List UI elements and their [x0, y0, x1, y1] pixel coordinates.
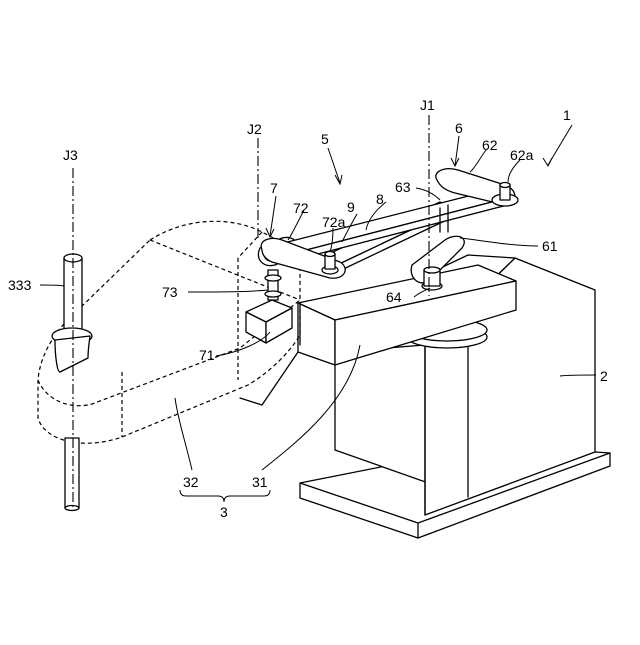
label-axis-j2: J2 — [247, 121, 262, 137]
label-first-assembly: 6 — [455, 120, 463, 136]
label-second-bearing: 73 — [162, 284, 178, 300]
spline-shaft — [52, 254, 92, 511]
label-first-bearing: 63 — [395, 179, 411, 195]
label-second-link: 71 — [199, 347, 215, 363]
label-second-assembly: 7 — [270, 180, 278, 196]
label-first-lever: 62 — [482, 137, 498, 153]
label-second-pin: 72a — [322, 214, 346, 230]
label-guide-rail: 9 — [347, 199, 355, 215]
label-second-arm: 32 — [183, 474, 199, 490]
label-axis-j1: J1 — [420, 97, 435, 113]
label-robot: 1 — [563, 107, 571, 123]
label-connecting-rod: 8 — [376, 191, 384, 207]
label-unit: 5 — [321, 131, 329, 147]
label-arm: 3 — [220, 504, 228, 520]
label-base: 2 — [600, 368, 608, 384]
label-first-pin: 62a — [510, 147, 534, 163]
label-first-arm: 31 — [252, 474, 268, 490]
label-second-lever: 72 — [293, 200, 309, 216]
label-first-bolt: 64 — [386, 289, 402, 305]
label-shaft: 333 — [8, 277, 32, 293]
label-first-link: 61 — [542, 238, 558, 254]
label-axis-j3: J3 — [63, 147, 78, 163]
